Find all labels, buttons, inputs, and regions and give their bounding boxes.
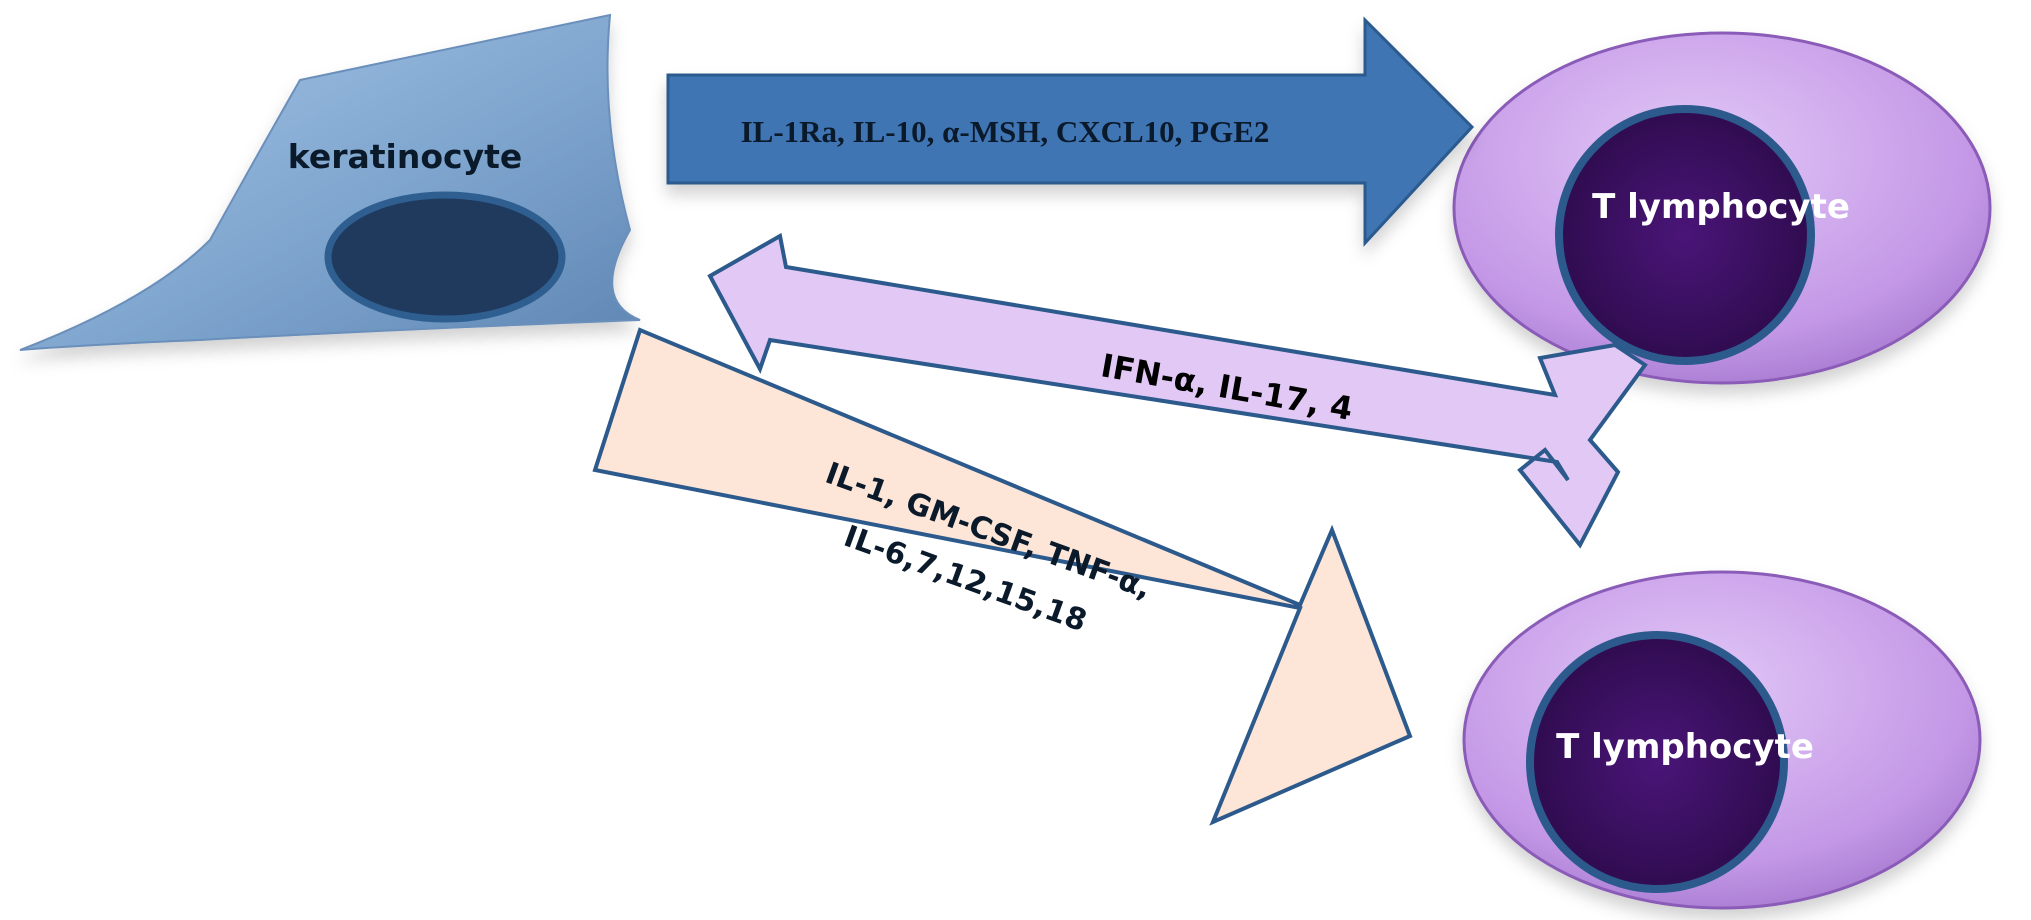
arrow-keratinocyte-to-t-top: IL-1Ra, IL-10, α-MSH, CXCL10, PGE2: [666, 16, 1475, 247]
keratinocyte-body: [19, 13, 641, 351]
t-lymphocyte-top-label: T lymphocyte: [1592, 187, 1850, 227]
keratinocyte-label: keratinocyte: [288, 137, 522, 176]
arrow-bottom-shape: [592, 327, 1413, 826]
t-lymphocyte-top-nucleus: [1555, 105, 1815, 365]
t-lymphocyte-top: T lymphocyte: [1452, 31, 1992, 385]
keratinocyte-cell: keratinocyte: [19, 13, 641, 351]
t-lymphocyte-bottom: T lymphocyte: [1462, 570, 1982, 910]
arrow-top-label: IL-1Ra, IL-10, α-MSH, CXCL10, PGE2: [741, 114, 1270, 149]
t-lymphocyte-bottom-label: T lymphocyte: [1556, 727, 1814, 767]
arrow-middle-shape: [707, 232, 1648, 549]
keratinocyte-nucleus: [324, 191, 566, 323]
arrow-top-shape: [666, 16, 1475, 247]
t-lymphocyte-bottom-nucleus: [1526, 631, 1788, 893]
